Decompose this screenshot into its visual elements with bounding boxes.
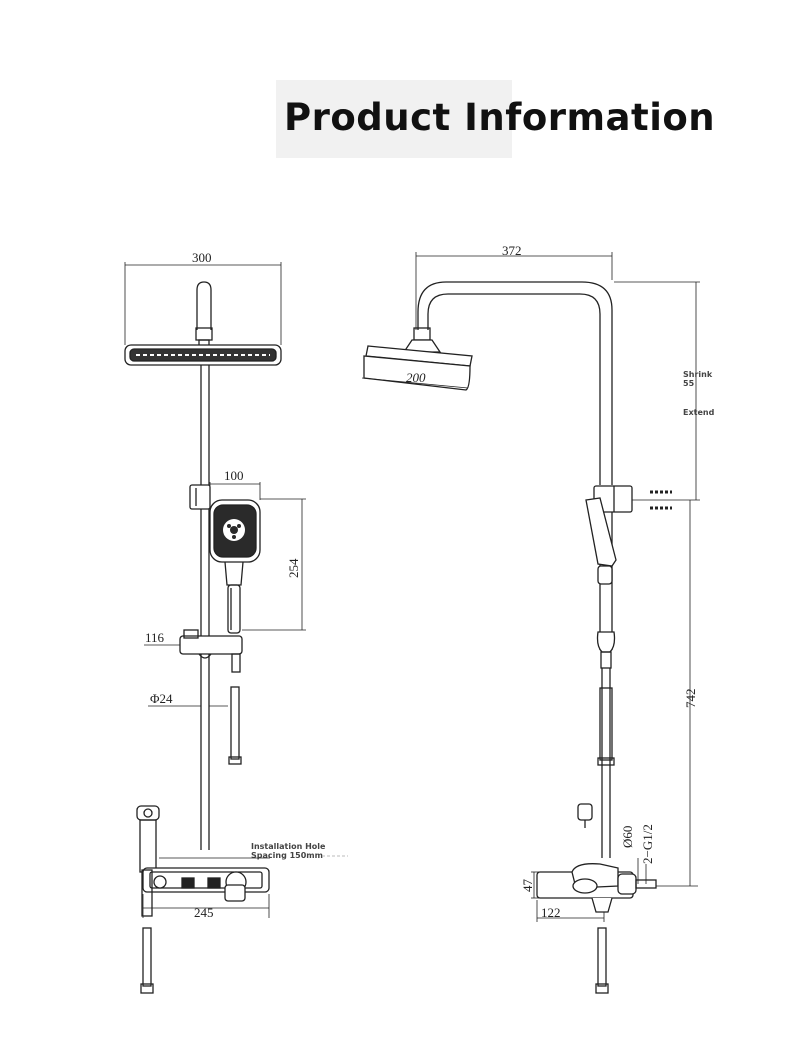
front-mixing-valve — [141, 857, 270, 917]
slide-holder-dimension: 116 — [144, 630, 182, 646]
front-arm-nut — [195, 327, 213, 341]
front-holder-pin — [231, 653, 241, 673]
side-head-neck — [402, 339, 442, 353]
adjust-value-label: 55 — [683, 379, 695, 388]
page-title: Product Information — [284, 96, 716, 139]
thread-label: 2−G1/2 — [640, 824, 655, 864]
handset-width-dimension: 100 — [209, 468, 261, 500]
inlet-diameter-label: Ø60 — [620, 826, 635, 848]
side-hand-shower — [585, 497, 617, 567]
valve-depth-dimension: 122 — [536, 900, 605, 922]
front-tub-spout — [136, 805, 160, 873]
side-view: 372 200 Shrink 55 Extend — [361, 243, 715, 994]
side-head-diameter-label: 200 — [406, 370, 426, 385]
arm-reach-dimension: 372 — [415, 243, 613, 330]
valve-height-dimension: 47 — [520, 871, 545, 899]
front-holder-knob — [183, 629, 199, 639]
adjust-extend-label: Extend — [683, 408, 715, 417]
side-mixing-valve — [536, 863, 657, 913]
height-adjust-dimension: Shrink 55 Extend — [614, 281, 715, 501]
valve-height-label: 47 — [520, 879, 535, 893]
front-hand-shower — [209, 499, 261, 634]
holder-offset-label: 116 — [145, 630, 165, 645]
side-slider-neck — [600, 651, 612, 669]
handset-width-label: 100 — [224, 468, 244, 483]
side-shower-arm — [417, 281, 613, 485]
side-slider — [596, 631, 616, 653]
front-loose-pipe — [230, 686, 240, 760]
pipe-diameter-label: Φ24 — [150, 691, 173, 706]
side-lower-rod-sleeve — [599, 687, 613, 761]
front-loose-pipe-end — [228, 756, 242, 765]
front-shower-arm — [196, 281, 212, 330]
side-sleeve-end — [597, 757, 615, 766]
side-shower-head-face — [363, 355, 471, 391]
side-inlet-hose-end — [595, 983, 609, 994]
valve-width-label: 245 — [194, 905, 214, 920]
side-diverter-knob — [577, 803, 593, 821]
front-holder-clamp — [189, 484, 211, 510]
adjust-shrink-label: Shrink — [683, 370, 713, 379]
rod-length-dimension: 742 — [656, 500, 698, 887]
side-handle-grip — [597, 565, 613, 585]
side-inlet-hose — [597, 927, 607, 987]
front-inlet-hose-end — [140, 983, 154, 994]
pipe-diameter-dimension: Φ24 — [148, 691, 228, 707]
head-width-dimension: 300 — [124, 250, 282, 345]
title-background — [276, 80, 512, 158]
handset-length-label: 254 — [286, 558, 301, 578]
front-inlet-hose — [142, 927, 152, 987]
valve-depth-label: 122 — [541, 905, 561, 920]
arm-reach-label: 372 — [502, 243, 522, 258]
side-head-dimension-line — [361, 377, 469, 389]
handset-length-dimension: 254 — [242, 498, 306, 631]
valve-width-dimension: 245 — [142, 894, 270, 920]
side-shower-arm-inner — [427, 293, 601, 485]
front-shower-head — [124, 344, 282, 366]
head-width-label: 300 — [192, 250, 212, 265]
front-holder-clip — [198, 653, 212, 659]
install-note-line1: Installation Hole — [251, 842, 326, 851]
front-slide-holder — [179, 635, 243, 655]
rod-length-label: 742 — [683, 689, 698, 709]
install-note-line2: Spacing 150mm — [251, 851, 323, 860]
front-view: 300 100 254 — [124, 250, 348, 994]
